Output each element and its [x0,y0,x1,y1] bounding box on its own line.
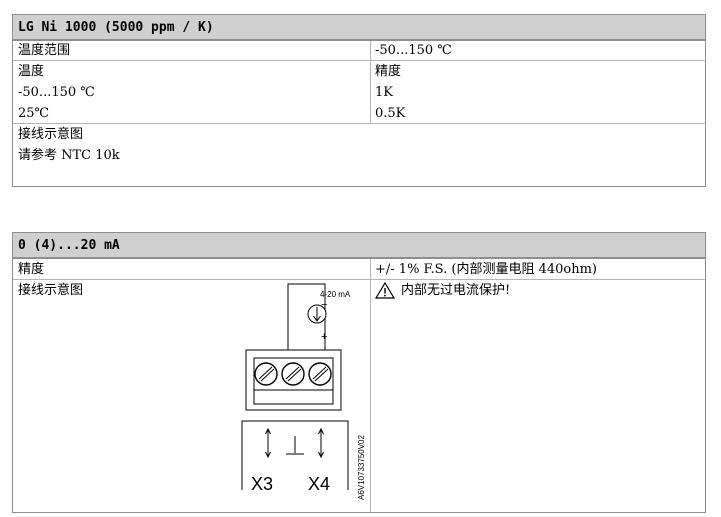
minus-sign: − [321,299,327,311]
warning-text: 内部无过电流保护! [401,283,511,298]
diagram-code: A6V10733750V02 [357,435,366,501]
current-source-icon [307,304,327,324]
table-header: LG Ni 1000 (5000 ppm / K) [13,15,705,41]
temp-value-2: 25℃ [18,106,50,121]
warning-triangle-icon [375,282,395,299]
terminal-x4-label: X4 [308,474,330,494]
screw-icon [308,362,332,386]
screw-icon [281,362,305,386]
wiring-diagram: 4-20 mA − + [241,283,366,501]
temp-value-1: -50...150 ℃ [18,85,95,100]
table-row: 接线示意图 请参考 NTC 10k [13,124,705,186]
accuracy-value-1: 1K [375,85,393,100]
table-row: 温度 -50...150 ℃ 25℃ 精度 1K 0.5K [13,61,705,124]
accuracy-label: 精度 [18,262,45,277]
plus-sign: + [321,331,327,343]
arrow-up-down-icon [265,427,271,459]
wiring-note: 请参考 NTC 10k [18,148,120,163]
terminal-x3-label: X3 [251,474,273,494]
warning-note: 内部无过电流保护! [375,280,705,301]
terminal-block [245,349,342,411]
device-outline [241,420,349,490]
accuracy-value-2: 0.5K [375,106,406,121]
table-header: 0 (4)...20 mA [13,233,705,259]
arrow-up-down-icon [318,427,324,459]
temp-range-value: -50...150 ℃ [375,43,452,58]
wiring-label: 接线示意图 [18,283,84,298]
table-current-input: 0 (4)...20 mA 精度 +/- 1% F.S. (内部测量电阻 440… [12,232,706,513]
ground-icon [286,436,304,455]
temp-range-label: 温度范围 [18,43,71,58]
wiring-label: 接线示意图 [18,127,84,142]
table-row: 接线示意图 4-20 mA − + [13,280,705,512]
temp-header: 温度 [18,64,45,79]
accuracy-header: 精度 [375,64,402,79]
accuracy-value: +/- 1% F.S. (内部测量电阻 440ohm) [375,262,598,277]
current-label: 4-20 mA [320,290,351,299]
table-row: 精度 +/- 1% F.S. (内部测量电阻 440ohm) [13,259,705,280]
table-lg-ni-1000: LG Ni 1000 (5000 ppm / K) 温度范围 -50...150… [12,14,706,187]
table-row: 温度范围 -50...150 ℃ [13,41,705,61]
screw-icon [254,362,278,386]
